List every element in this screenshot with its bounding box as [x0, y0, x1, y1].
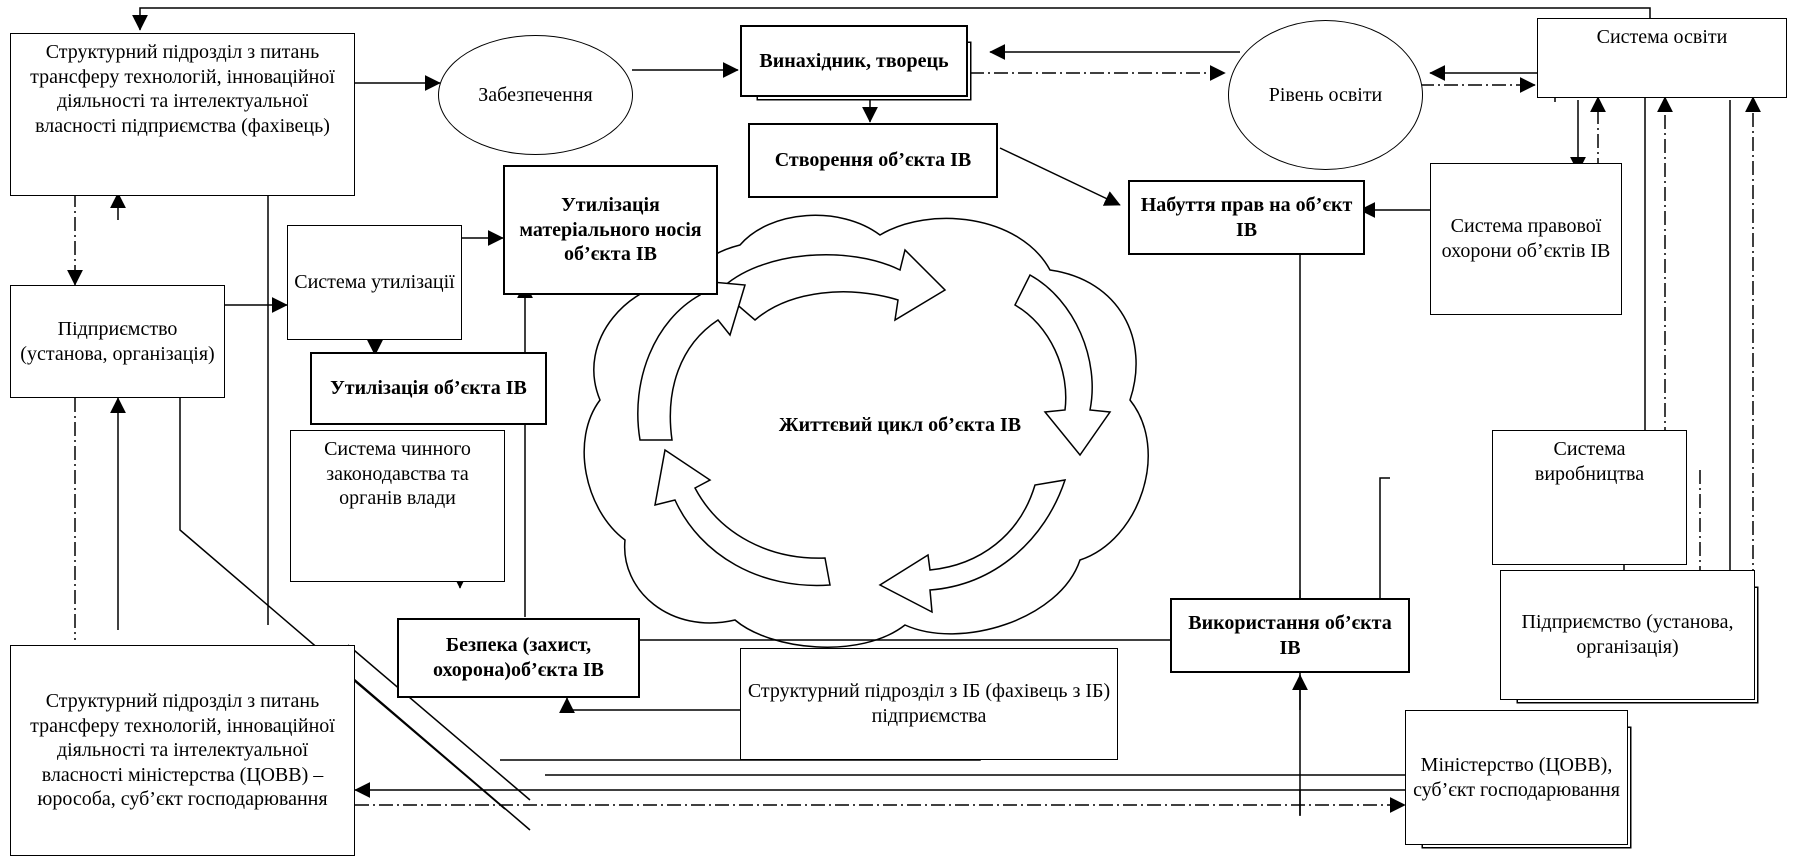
enterprise-left-box: Підприємство (установа, організація) — [10, 285, 225, 398]
life-cycle-label: Життєвий цикл об’єкта ІВ — [778, 413, 1022, 436]
legal-protection-system-box: Система правової охорони об’єктів ІВ — [1430, 163, 1622, 315]
usage-box: Використання об’єкта ІВ — [1170, 598, 1410, 673]
creation-box: Створення об’єкта ІВ — [748, 123, 998, 198]
security-box: Безпека (захист, охорона)об’єкта ІВ — [397, 618, 640, 698]
education-level-ellipse: Рівень освіти — [1228, 20, 1423, 170]
rights-acquisition-box: Набуття прав на об’єкт ІВ — [1128, 180, 1365, 255]
inventor-box: Винахідник, творець — [740, 25, 968, 97]
enterprise-right-box: Підприємство (установа, організація) — [1500, 570, 1755, 700]
education-system-box: Система освіти — [1537, 18, 1787, 98]
structural-unit-enterprise: Структурний підрозділ з питань трансферу… — [10, 33, 355, 196]
utilization-object-box: Утилізація об’єкта ІВ — [310, 352, 547, 425]
utilization-system-box: Система утилізації — [287, 225, 462, 340]
legislation-system-box: Система чинного законодавства та органів… — [290, 430, 505, 582]
provision-ellipse: Забезпечення — [438, 35, 633, 155]
production-system-box: Система виробництва — [1492, 430, 1687, 565]
dashdot-arrows — [67, 65, 1761, 813]
structural-unit-ministry: Структурний підрозділ з питань трансферу… — [10, 645, 355, 856]
ministry-box: Міністерство (ЦОВВ), суб’єкт господарюва… — [1405, 710, 1628, 845]
cycle-arrows — [637, 248, 1112, 614]
utilization-carrier-box: Утилізація матеріального носія об’єкта І… — [503, 165, 718, 295]
ip-unit-box: Структурний підрозділ з ІБ (фахівець з І… — [740, 648, 1118, 760]
